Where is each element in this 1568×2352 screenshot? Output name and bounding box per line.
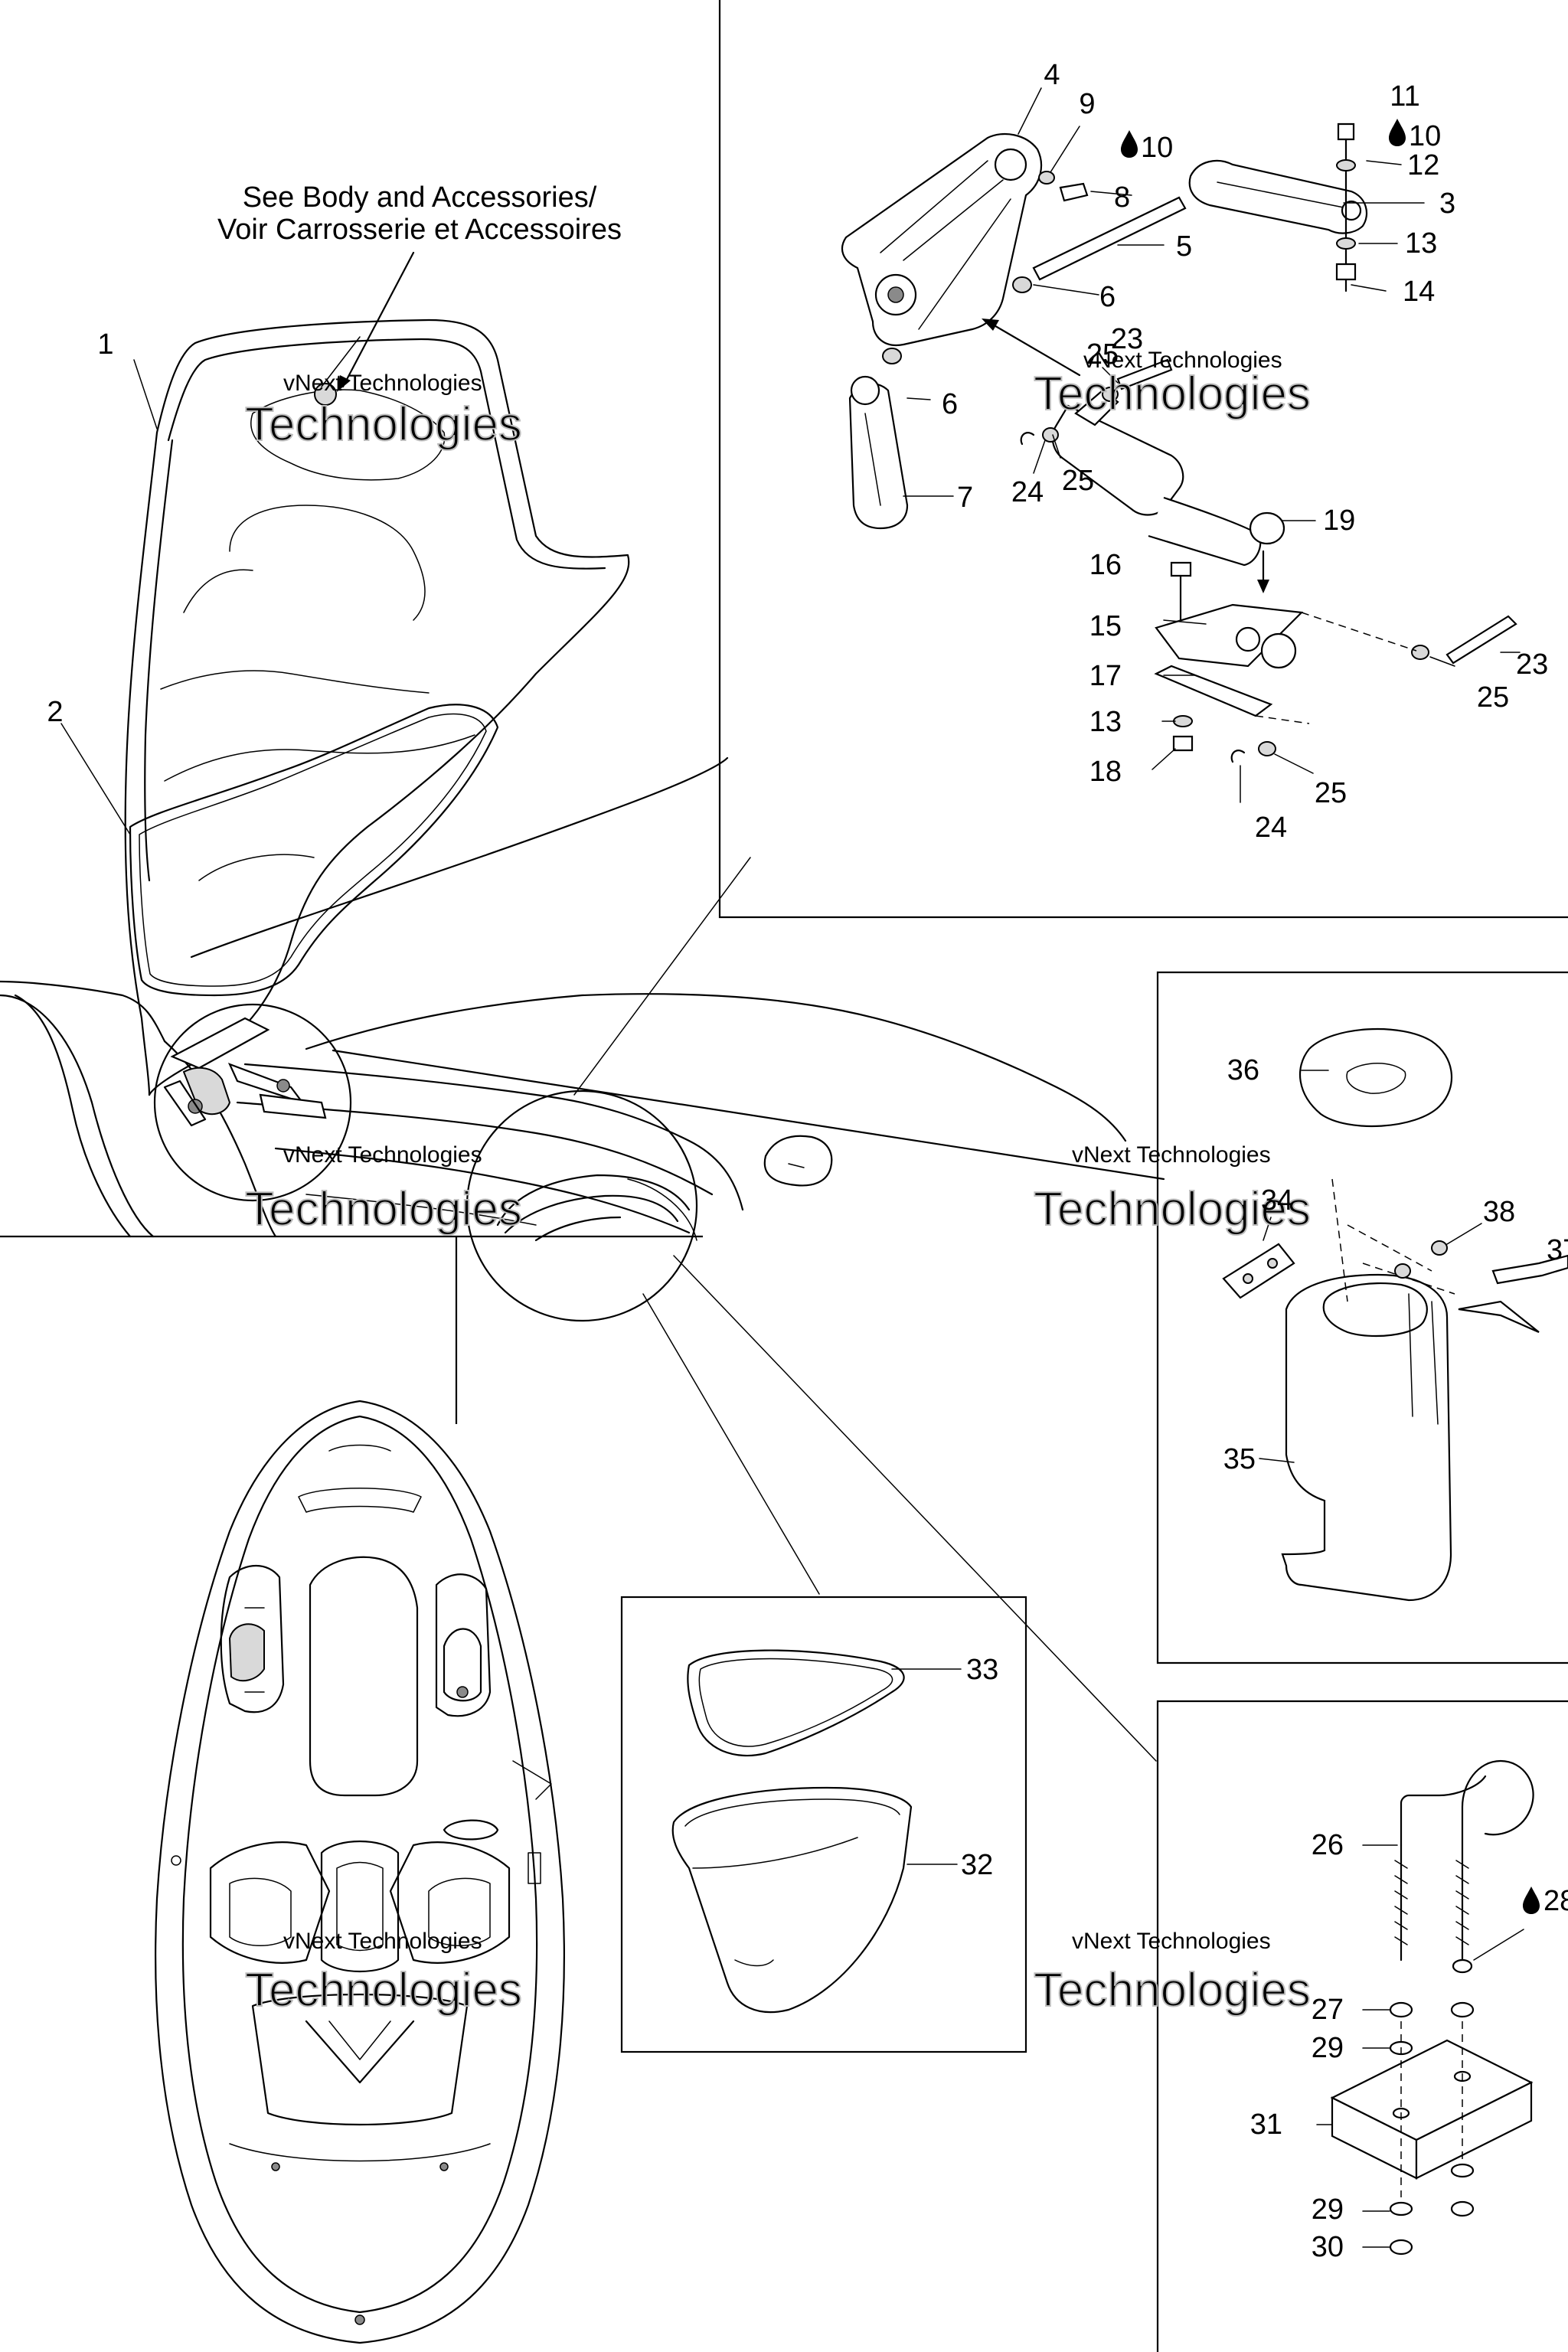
hull-side-view [0,756,1127,1238]
watermark-text: vNext Technologies [1072,1142,1271,1168]
watercraft-top-view [155,1400,565,2344]
part-label-29b: 29 [1312,2194,1344,2226]
part-label-11: 11 [1390,80,1419,113]
watermark-outline: Technologies [1034,368,1311,420]
part-label-31: 31 [1250,2109,1282,2141]
watermarks: Technologies vNext Technologies Technolo… [244,348,1312,2017]
part-label-28: 28 [1544,1885,1568,1917]
storage-bin-assembly [671,1649,913,2014]
reference-caption: See Body and Accessories/ Voir Carrosser… [217,181,622,392]
part-label-38: 38 [1483,1196,1515,1228]
watermark-outline: Technologies [245,398,522,451]
seat-lift-mechanism [841,122,1517,763]
part-label-4: 4 [1044,59,1060,91]
caption-line-1: See Body and Accessories/ [243,181,597,214]
part-label-25d: 25 [1315,777,1347,809]
watermark-text: vNext Technologies [1072,1929,1271,1954]
watermark-outline: Technologies [1034,1183,1311,1236]
part-label-2: 2 [47,696,63,728]
watermark-outline: Technologies [245,1964,522,2017]
caption-line-2: Voir Carrosserie et Accessoires [217,214,622,246]
part-label-23a: 23 [1111,323,1143,355]
detail-callout-circles [153,857,1165,1762]
part-label-13b: 13 [1089,706,1122,738]
part-label-13a: 13 [1405,227,1437,260]
part-label-3: 3 [1439,188,1455,220]
part-label-24b: 24 [1255,812,1287,844]
part-label-32: 32 [961,1849,993,1881]
part-label-37: 37 [1547,1234,1568,1266]
part-label-23b: 23 [1516,648,1548,681]
part-label-6b: 6 [942,388,958,420]
part-number-labels: 1 2 3 4 5 6 6 7 8 9 10 10 11 12 13 13 14… [47,59,1568,2263]
part-label-10b: 10 [1409,120,1441,152]
leader-lines [60,87,1524,2248]
part-label-7: 7 [957,482,973,514]
watermark-text: vNext Technologies [283,1142,482,1168]
part-label-24a: 24 [1011,476,1044,508]
tie-down-assembly [1330,1759,1534,2256]
part-label-10a: 10 [1141,132,1173,164]
part-label-8: 8 [1114,181,1130,214]
storage-tray-rim-detail [496,1174,697,1242]
watermark-text: vNext Technologies [1083,348,1282,373]
seat-latch-detail [163,1017,327,1127]
watermark-outline: Technologies [245,1183,522,1236]
part-label-18: 18 [1089,756,1122,788]
lubricant-drop-icons [1121,119,1540,1914]
lubricant-drop-icon [1389,119,1406,146]
part-label-34: 34 [1261,1184,1293,1217]
part-label-6a: 6 [1099,281,1116,313]
watermark-text: vNext Technologies [283,1929,482,1954]
part-label-26: 26 [1312,1829,1344,1861]
lubricant-drop-icon [1523,1886,1540,1914]
part-label-36: 36 [1227,1054,1259,1086]
part-label-1: 1 [97,328,113,361]
part-label-15: 15 [1089,610,1122,642]
part-label-19: 19 [1323,505,1355,537]
part-label-33: 33 [966,1654,998,1686]
part-label-9: 9 [1079,88,1095,120]
part-label-25c: 25 [1477,681,1509,714]
part-label-12: 12 [1407,149,1439,181]
lubricant-drop-icon [1121,130,1138,158]
part-label-35: 35 [1223,1443,1256,1475]
part-label-5: 5 [1176,230,1192,263]
part-label-29a: 29 [1312,2032,1344,2064]
part-label-17: 17 [1089,660,1122,692]
watermark-text: vNext Technologies [283,371,482,396]
watermark-outline: Technologies [1034,1964,1311,2017]
part-label-16: 16 [1089,549,1122,581]
part-label-27: 27 [1312,1994,1344,2026]
part-label-25b: 25 [1062,465,1094,497]
part-label-30: 30 [1312,2231,1344,2263]
part-label-14: 14 [1403,276,1435,308]
cup-holder-assembly [1222,1027,1568,1602]
part-label-25a: 25 [1086,338,1119,371]
